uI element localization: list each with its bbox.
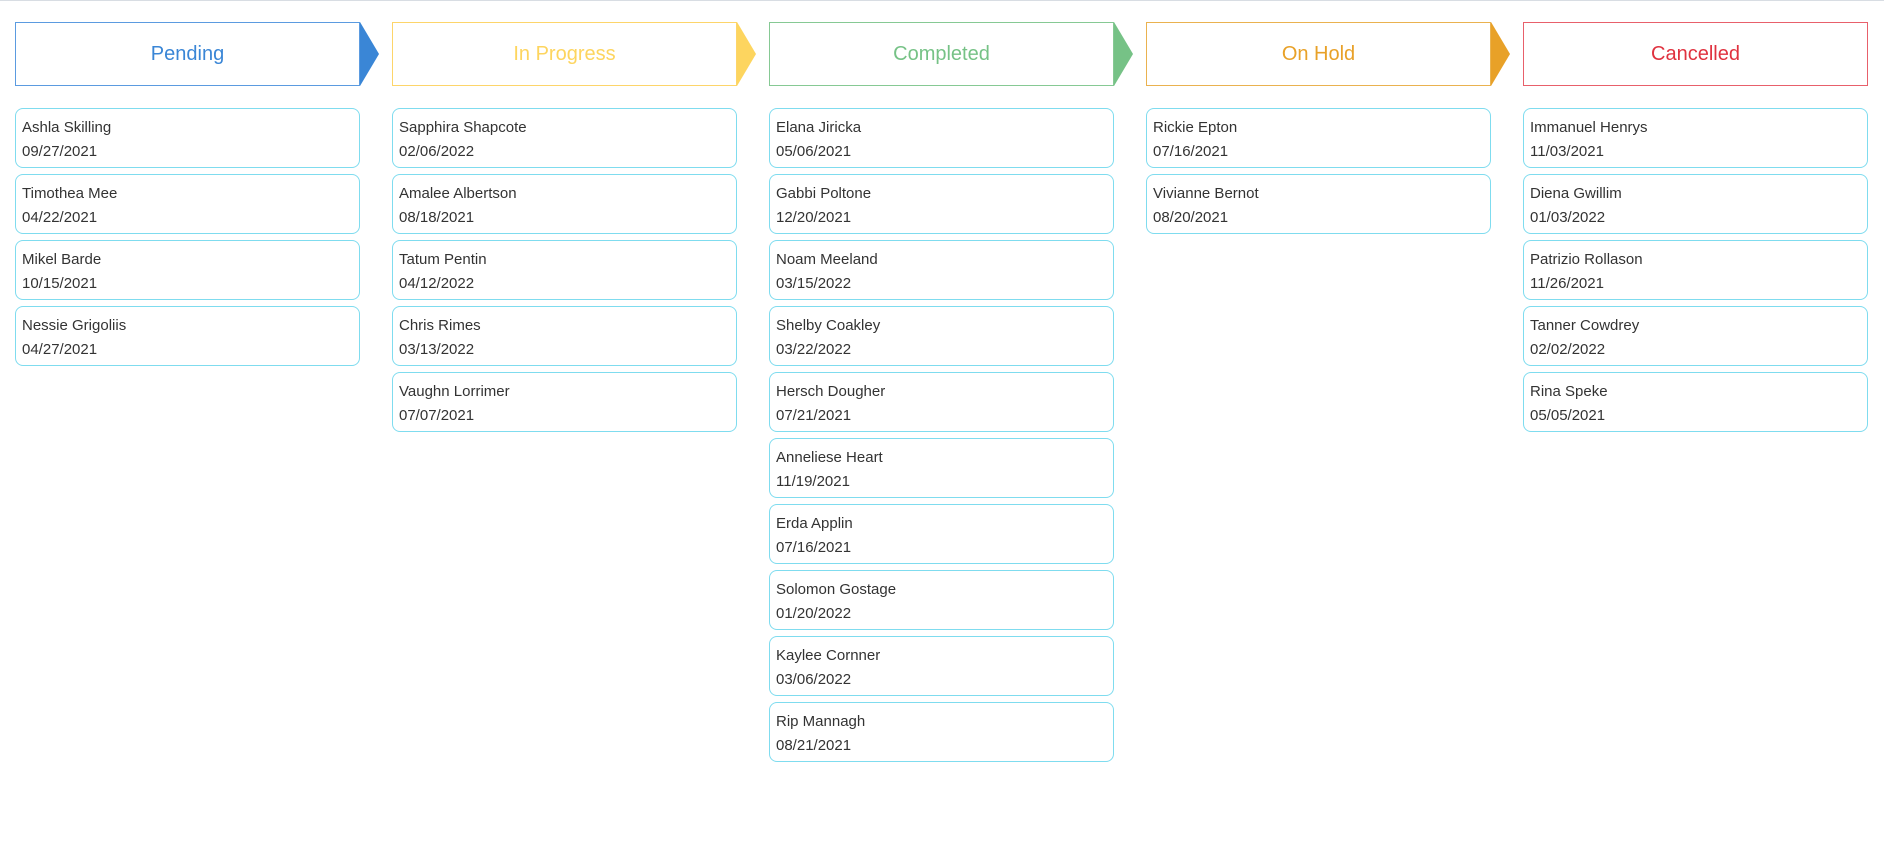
card-name: Solomon Gostage — [776, 581, 897, 598]
card-date: 04/12/2022 — [399, 275, 475, 292]
card-name: Anneliese Heart — [776, 449, 883, 466]
card-date: 03/22/2022 — [776, 341, 852, 358]
card-name: Sapphira Shapcote — [399, 119, 527, 136]
card-name: Rip Mannagh — [776, 713, 866, 730]
kanban-card[interactable]: Noam Meeland 03/15/2022 — [769, 240, 1114, 300]
kanban-card[interactable]: Rina Speke 05/05/2021 — [1523, 372, 1868, 432]
card-name: Immanuel Henrys — [1530, 119, 1648, 136]
kanban-card[interactable]: Mikel Barde 10/15/2021 — [15, 240, 360, 300]
kanban-card[interactable]: Immanuel Henrys 11/03/2021 — [1523, 108, 1868, 168]
card-date: 07/16/2021 — [776, 539, 852, 556]
chevron-right-icon — [737, 21, 756, 86]
chevron-right-icon — [1114, 21, 1133, 86]
kanban-card[interactable]: Nessie Grigoliis 04/27/2021 — [15, 306, 360, 366]
card-name: Hersch Dougher — [776, 383, 886, 400]
column-title: Completed — [893, 42, 990, 65]
card-date: 10/15/2021 — [22, 275, 98, 292]
card-name: Shelby Coakley — [776, 317, 881, 334]
kanban-card[interactable]: Patrizio Rollason 11/26/2021 — [1523, 240, 1868, 300]
card-name: Noam Meeland — [776, 251, 878, 268]
kanban-card[interactable]: Kaylee Cornner 03/06/2022 — [769, 636, 1114, 696]
kanban-card[interactable]: Tanner Cowdrey 02/02/2022 — [1523, 306, 1868, 366]
card-date: 11/03/2021 — [1530, 143, 1604, 160]
kanban-card[interactable]: Anneliese Heart 11/19/2021 — [769, 438, 1114, 498]
card-name: Vaughn Lorrimer — [399, 383, 510, 400]
card-date: 07/16/2021 — [1153, 143, 1229, 160]
card-name: Chris Rimes — [399, 317, 481, 334]
column-title: Cancelled — [1651, 42, 1740, 65]
kanban-card[interactable]: Shelby Coakley 03/22/2022 — [769, 306, 1114, 366]
card-date: 09/27/2021 — [22, 143, 98, 160]
card-date: 08/18/2021 — [399, 209, 475, 226]
card-name: Amalee Albertson — [399, 185, 517, 202]
card-name: Elana Jiricka — [776, 119, 862, 136]
column-title: On Hold — [1281, 42, 1356, 65]
kanban-card[interactable]: Vaughn Lorrimer 07/07/2021 — [392, 372, 737, 432]
card-date: 07/21/2021 — [776, 407, 852, 424]
card-name: Tanner Cowdrey — [1530, 317, 1640, 334]
kanban-card[interactable]: Solomon Gostage 01/20/2022 — [769, 570, 1114, 630]
card-date: 12/20/2021 — [776, 209, 852, 226]
kanban-card[interactable]: Timothea Mee 04/22/2021 — [15, 174, 360, 234]
kanban-card[interactable]: Vivianne Bernot 08/20/2021 — [1146, 174, 1491, 234]
card-name: Vivianne Bernot — [1153, 185, 1259, 202]
kanban-card[interactable]: Tatum Pentin 04/12/2022 — [392, 240, 737, 300]
column-header-on-hold[interactable]: On Hold — [1146, 21, 1510, 86]
card-date: 03/13/2022 — [399, 341, 475, 358]
card-date: 04/22/2021 — [22, 209, 98, 226]
card-date: 02/06/2022 — [399, 143, 475, 160]
card-date: 08/21/2021 — [776, 737, 852, 754]
kanban-card[interactable]: Elana Jiricka 05/06/2021 — [769, 108, 1114, 168]
card-date: 01/03/2022 — [1530, 209, 1606, 226]
card-date: 03/15/2022 — [776, 275, 852, 292]
kanban-card[interactable]: Ashla Skilling 09/27/2021 — [15, 108, 360, 168]
card-name: Rickie Epton — [1153, 119, 1238, 136]
kanban-card[interactable]: Chris Rimes 03/13/2022 — [392, 306, 737, 366]
card-name: Kaylee Cornner — [776, 647, 881, 664]
card-name: Tatum Pentin — [399, 251, 487, 268]
card-date: 11/26/2021 — [1530, 275, 1604, 292]
kanban-card[interactable]: Amalee Albertson 08/18/2021 — [392, 174, 737, 234]
card-date: 05/05/2021 — [1530, 407, 1606, 424]
kanban-card[interactable]: Hersch Dougher 07/21/2021 — [769, 372, 1114, 432]
card-name: Ashla Skilling — [22, 119, 112, 136]
kanban-card[interactable]: Diena Gwillim 01/03/2022 — [1523, 174, 1868, 234]
kanban-card[interactable]: Sapphira Shapcote 02/06/2022 — [392, 108, 737, 168]
card-name: Mikel Barde — [22, 251, 102, 268]
kanban-card[interactable]: Erda Applin 07/16/2021 — [769, 504, 1114, 564]
column-header-completed[interactable]: Completed — [769, 21, 1133, 86]
card-name: Nessie Grigoliis — [22, 317, 127, 334]
card-name: Erda Applin — [776, 515, 853, 532]
card-name: Gabbi Poltone — [776, 185, 872, 202]
card-date: 11/19/2021 — [776, 473, 850, 490]
card-date: 08/20/2021 — [1153, 209, 1229, 226]
card-date: 01/20/2022 — [776, 605, 852, 622]
column-title: In Progress — [513, 42, 616, 65]
card-date: 04/27/2021 — [22, 341, 98, 358]
column-header-pending[interactable]: Pending — [15, 21, 379, 86]
column-title: Pending — [150, 42, 225, 65]
card-name: Rina Speke — [1530, 383, 1608, 400]
chevron-right-icon — [360, 21, 379, 86]
kanban-card[interactable]: Rickie Epton 07/16/2021 — [1146, 108, 1491, 168]
card-date: 03/06/2022 — [776, 671, 852, 688]
card-name: Timothea Mee — [22, 185, 118, 202]
column-header-in-progress[interactable]: In Progress — [392, 21, 756, 86]
card-date: 07/07/2021 — [399, 407, 475, 424]
top-divider — [0, 0, 1884, 1]
kanban-card[interactable]: Rip Mannagh 08/21/2021 — [769, 702, 1114, 762]
card-name: Patrizio Rollason — [1530, 251, 1643, 268]
card-date: 02/02/2022 — [1530, 341, 1606, 358]
card-date: 05/06/2021 — [776, 143, 852, 160]
chevron-right-icon — [1491, 21, 1510, 86]
card-name: Diena Gwillim — [1530, 185, 1622, 202]
kanban-card[interactable]: Gabbi Poltone 12/20/2021 — [769, 174, 1114, 234]
column-header-cancelled[interactable]: Cancelled — [1523, 22, 1868, 86]
